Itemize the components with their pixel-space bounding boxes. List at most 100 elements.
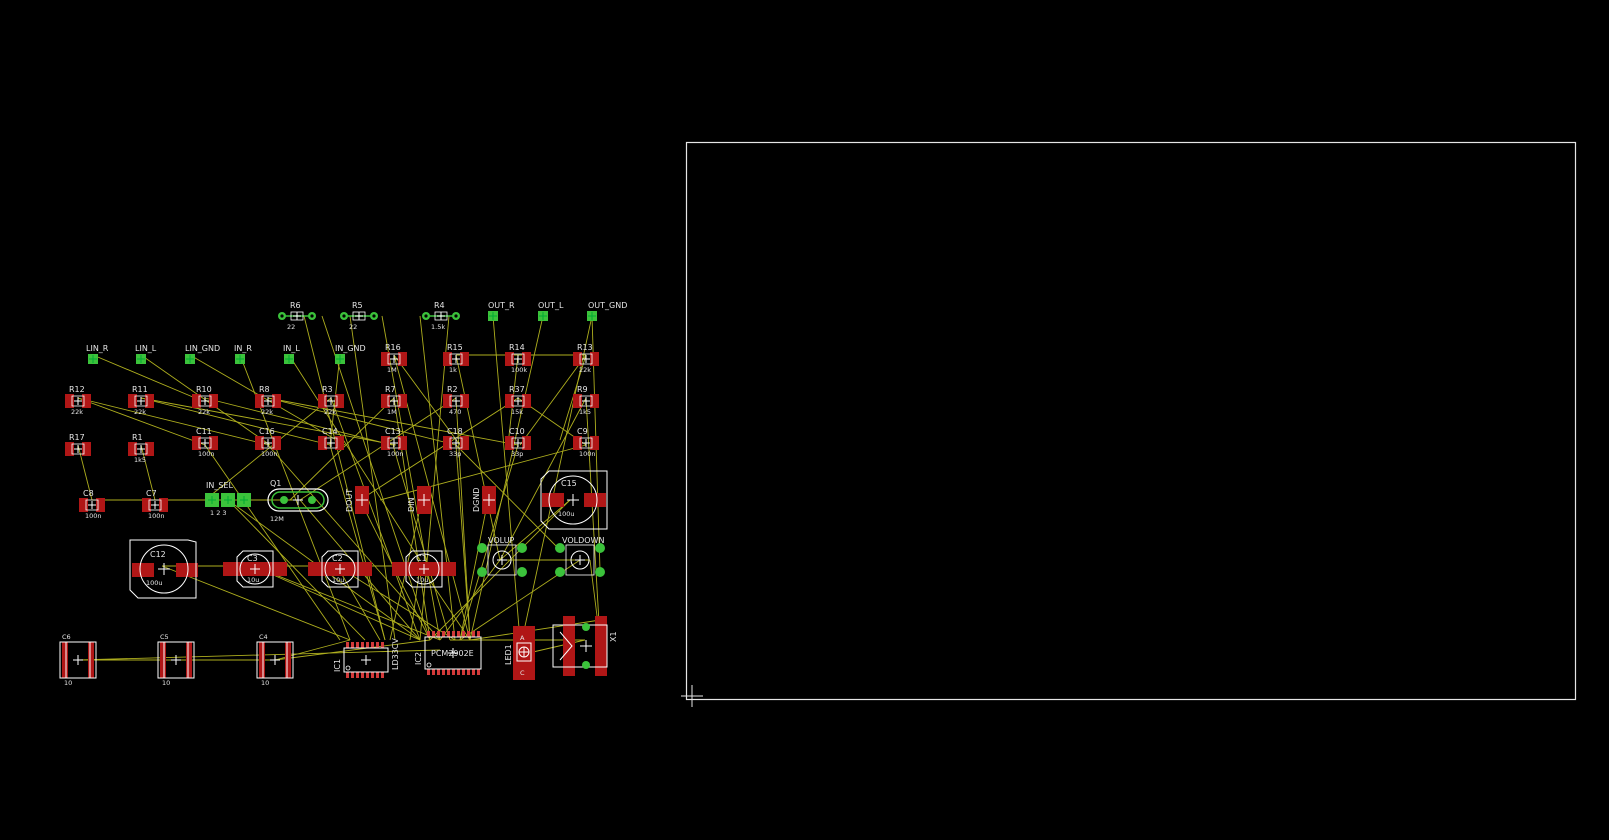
part-r10[interactable] xyxy=(192,394,218,408)
label-in_l-0: IN_L xyxy=(283,344,300,353)
part-volup[interactable] xyxy=(477,543,527,577)
part-r16[interactable] xyxy=(381,352,407,366)
part-r3[interactable] xyxy=(318,394,344,408)
airwire xyxy=(336,565,456,641)
label-r14-1: 100k xyxy=(511,366,527,374)
label-lin_l-0: LIN_L xyxy=(135,344,157,353)
label-c6-0: C6 xyxy=(62,633,71,641)
part-c2[interactable] xyxy=(308,550,372,588)
label-c12-1: 100u xyxy=(146,579,163,587)
part-r17[interactable] xyxy=(65,442,91,456)
airwire xyxy=(77,397,206,446)
part-out-r[interactable] xyxy=(488,311,498,321)
airwire xyxy=(519,354,587,446)
part-out-l[interactable] xyxy=(538,311,548,321)
label-r11-0: R11 xyxy=(132,385,148,394)
part-out-gnd[interactable] xyxy=(587,311,597,321)
label-r9-1: 1k5 xyxy=(579,408,591,416)
airwire xyxy=(336,565,381,641)
label-c12-0: C12 xyxy=(150,550,166,559)
part-ic1[interactable] xyxy=(343,642,389,678)
part-r14[interactable] xyxy=(505,352,531,366)
airwire xyxy=(303,315,386,641)
label-c11-0: C11 xyxy=(196,427,212,436)
label-c15-1: 100u xyxy=(558,510,575,518)
part-c16[interactable] xyxy=(255,436,281,450)
part-in-gnd[interactable] xyxy=(335,354,345,364)
airwire xyxy=(349,315,396,641)
label-volup-0: VOLUP xyxy=(488,536,515,545)
part-c6[interactable] xyxy=(59,641,97,679)
label-r15-1: 1k xyxy=(449,366,457,374)
airwire xyxy=(299,397,457,501)
part-c15[interactable] xyxy=(540,470,608,530)
part-lin-l[interactable] xyxy=(136,354,146,364)
label-led1-2: C xyxy=(520,669,525,677)
label-r8-0: R8 xyxy=(259,385,270,394)
part-c9[interactable] xyxy=(573,436,599,450)
part-ic2[interactable] xyxy=(424,631,482,675)
part-c5[interactable] xyxy=(157,641,195,679)
part-c14[interactable] xyxy=(318,436,344,450)
label-out_r-0: OUT_R xyxy=(488,301,515,310)
label-ic1-0: IC1 xyxy=(333,659,342,672)
airwire xyxy=(499,397,587,561)
airwire xyxy=(204,397,332,501)
part-lin-r[interactable] xyxy=(88,354,98,364)
label-c3-1: 10u xyxy=(247,576,259,584)
part-r7[interactable] xyxy=(381,394,407,408)
part-r15[interactable] xyxy=(443,352,469,366)
label-out_l-0: OUT_L xyxy=(538,301,564,310)
label-r16-1: 1M xyxy=(387,366,397,374)
label-r15-0: R15 xyxy=(447,343,463,352)
part-c7[interactable] xyxy=(142,498,168,512)
airwire xyxy=(227,499,366,641)
part-in-sel[interactable] xyxy=(205,493,251,507)
part-r11[interactable] xyxy=(128,394,154,408)
part-voldown[interactable] xyxy=(555,543,605,577)
part-lin-gnd[interactable] xyxy=(185,354,195,364)
part-r5[interactable] xyxy=(340,311,378,321)
part-r4[interactable] xyxy=(422,311,460,321)
part-c1[interactable] xyxy=(392,550,456,588)
part-c4[interactable] xyxy=(256,641,294,679)
label-dgnd-0: DGND xyxy=(472,487,481,512)
part-r12[interactable] xyxy=(65,394,91,408)
part-c3[interactable] xyxy=(223,550,287,588)
part-r37[interactable] xyxy=(505,394,531,408)
label-r4-0: R4 xyxy=(434,301,445,310)
label-out_gnd-0: OUT_GND xyxy=(588,301,627,310)
label-c8-0: C8 xyxy=(83,489,94,498)
airwire xyxy=(419,315,456,641)
part-r1[interactable] xyxy=(128,442,154,456)
part-r8[interactable] xyxy=(255,394,281,408)
part-r9[interactable] xyxy=(573,394,599,408)
part-x1[interactable] xyxy=(552,616,608,676)
part-c12[interactable] xyxy=(129,539,198,599)
part-led1[interactable] xyxy=(513,626,535,680)
part-c11[interactable] xyxy=(192,436,218,450)
part-c10[interactable] xyxy=(505,436,531,450)
part-din[interactable] xyxy=(417,486,431,514)
airwire xyxy=(439,559,501,641)
part-in-r[interactable] xyxy=(235,354,245,364)
part-c13[interactable] xyxy=(381,436,407,450)
label-c13-0: C13 xyxy=(385,427,401,436)
part-r6[interactable] xyxy=(278,311,316,321)
airwire xyxy=(204,397,393,446)
part-r13[interactable] xyxy=(573,352,599,366)
part-c8[interactable] xyxy=(79,498,105,512)
part-dout[interactable] xyxy=(355,486,369,514)
airwire xyxy=(330,397,421,641)
airwire xyxy=(419,565,471,641)
part-dgnd[interactable] xyxy=(482,486,496,514)
part-r2[interactable] xyxy=(443,394,469,408)
label-r9-0: R9 xyxy=(577,385,588,394)
label-c4-0: C4 xyxy=(259,633,268,641)
part-c18[interactable] xyxy=(443,436,469,450)
part-q1[interactable] xyxy=(267,488,329,512)
label-c13-1: 100n xyxy=(387,450,404,458)
part-in-l[interactable] xyxy=(284,354,294,364)
